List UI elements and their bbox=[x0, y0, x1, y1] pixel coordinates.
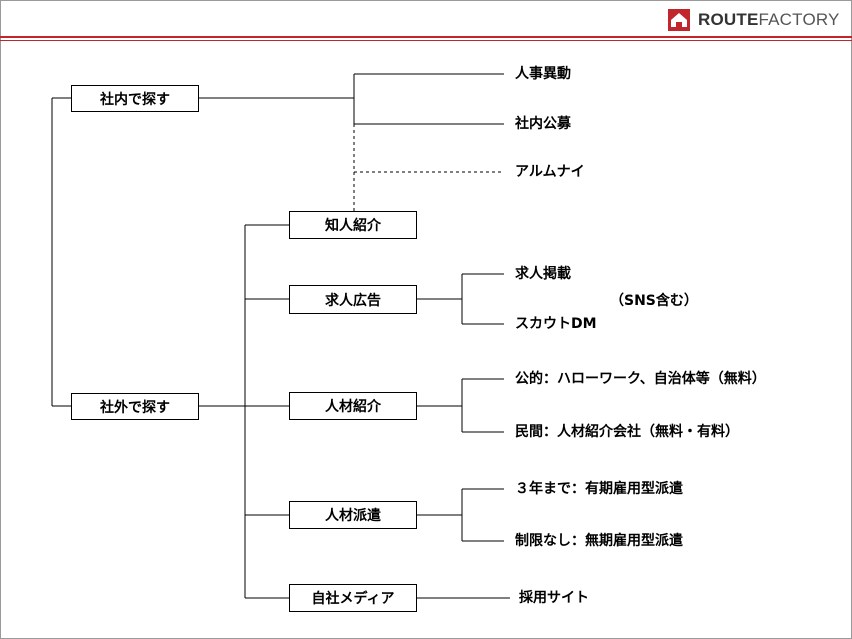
leaf-scout-dm: スカウトDM bbox=[515, 316, 597, 332]
leaf-private-placement: 民間：人材紹介会社（無料・有料） bbox=[515, 424, 739, 440]
leaf-alumni: アルムナイ bbox=[515, 164, 585, 180]
leaf-recruiting-site: 採用サイト bbox=[519, 590, 589, 606]
node-external: 社外で探す bbox=[71, 393, 199, 420]
header-rule-thin bbox=[0, 40, 852, 41]
node-dispatch: 人材派遣 bbox=[289, 501, 417, 529]
node-job-ads: 求人広告 bbox=[289, 285, 417, 314]
node-internal: 社内で探す bbox=[71, 85, 199, 112]
leaf-public-placement: 公的：ハローワーク、自治体等（無料） bbox=[515, 371, 766, 387]
brand-name-light: FACTORY bbox=[758, 10, 840, 29]
note-sns-included: （SNS含む） bbox=[610, 293, 698, 309]
leaf-internal-posting: 社内公募 bbox=[515, 116, 571, 132]
leaf-indefinite-dispatch: 制限なし：無期雇用型派遣 bbox=[515, 533, 683, 549]
brand-name-strong: ROUTE bbox=[698, 10, 759, 29]
leaf-personnel-transfer: 人事異動 bbox=[515, 66, 571, 82]
node-referral: 知人紹介 bbox=[289, 211, 417, 239]
leaf-fixed-term-dispatch: ３年まで：有期雇用型派遣 bbox=[515, 481, 683, 497]
brand-name: ROUTEFACTORY bbox=[698, 10, 840, 30]
brand: ROUTEFACTORY bbox=[668, 9, 840, 31]
header-rule bbox=[0, 36, 852, 38]
route-factory-logo-icon bbox=[668, 9, 690, 31]
node-placement: 人材紹介 bbox=[289, 392, 417, 420]
node-own-media: 自社メディア bbox=[289, 584, 417, 612]
leaf-job-posting: 求人掲載 bbox=[515, 266, 571, 282]
